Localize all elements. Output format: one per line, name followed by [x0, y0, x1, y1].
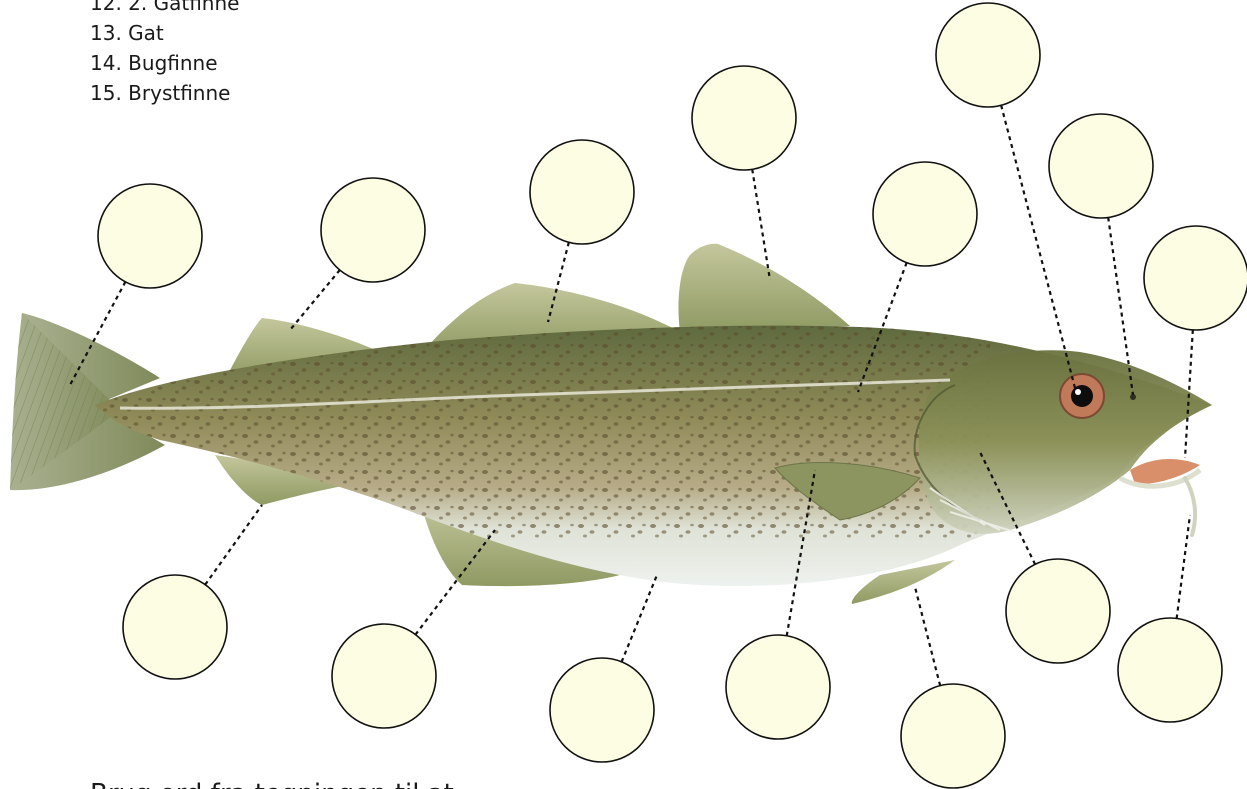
label-circle-9[interactable] — [123, 575, 227, 679]
leader-line — [290, 270, 340, 330]
mouth — [1130, 459, 1200, 484]
label-circle-10[interactable] — [332, 624, 436, 728]
label-circle-5[interactable] — [936, 3, 1040, 107]
label-circle-4[interactable] — [692, 66, 796, 170]
leader-line — [1177, 515, 1190, 618]
label-circle-3[interactable] — [530, 140, 634, 244]
eye-highlight — [1075, 389, 1081, 395]
footer-instruction: Brug ord fra tegningen til at — [90, 779, 454, 789]
label-circle-7[interactable] — [1144, 226, 1247, 330]
label-circle-14[interactable] — [1006, 559, 1110, 663]
label-circle-6[interactable] — [1049, 114, 1153, 218]
pupil — [1071, 385, 1093, 407]
label-circle-13[interactable] — [901, 684, 1005, 788]
leader-line — [205, 505, 262, 585]
label-circle-12[interactable] — [726, 635, 830, 739]
label-circle-2[interactable] — [321, 178, 425, 282]
label-circle-8[interactable] — [873, 162, 977, 266]
label-circle-15[interactable] — [1118, 618, 1222, 722]
label-circle-11[interactable] — [550, 658, 654, 762]
leader-line — [915, 587, 940, 686]
label-circle-1[interactable] — [98, 184, 202, 288]
first-dorsal-fin — [678, 244, 850, 332]
barbel — [1185, 478, 1195, 535]
fish-head — [919, 350, 1212, 534]
leader-line — [622, 575, 657, 662]
